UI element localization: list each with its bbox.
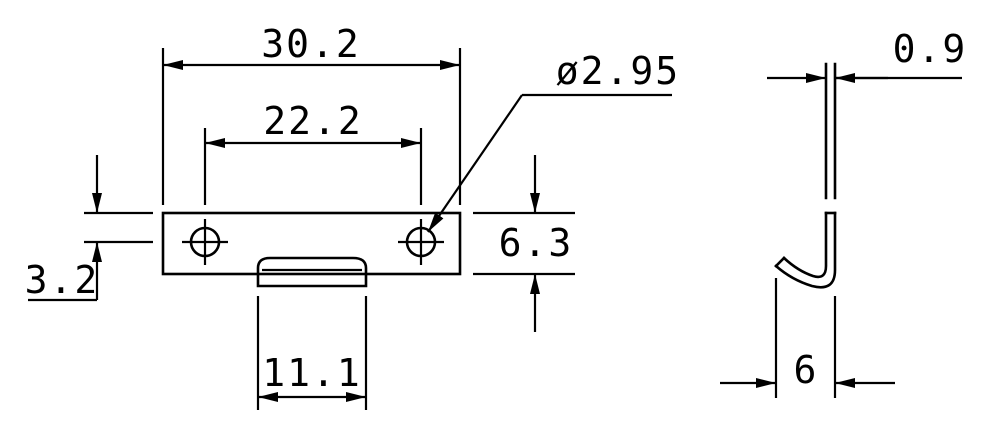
dimension-thickness: 0.9 [767, 27, 968, 83]
right-hole [398, 219, 444, 265]
dimension-hook-depth: 6 [720, 278, 895, 398]
hook-depth-label: 6 [794, 348, 819, 392]
hole-spacing-label: 22.2 [263, 99, 363, 143]
dimension-hole-diameter: ø2.95 [427, 49, 680, 233]
hole-offset-label: 3.2 [25, 258, 100, 302]
plate-outline [161, 211, 462, 276]
thickness-label: 0.9 [893, 27, 968, 71]
dimension-tab-width: 11.1 [256, 296, 368, 410]
bent-tab [256, 256, 368, 288]
height-label: 6.3 [499, 221, 574, 265]
dimension-hole-spacing: 22.2 [203, 99, 423, 205]
side-view: 0.9 6 [720, 27, 968, 398]
dimension-overall-width: 30.2 [161, 22, 462, 205]
front-view: 30.2 22.2 ø2.95 6.3 [25, 22, 680, 410]
hook-profile [774, 211, 837, 289]
dimension-hole-offset: 3.2 [25, 155, 153, 302]
left-hole [182, 219, 228, 265]
hole-diameter-label: ø2.95 [556, 49, 680, 93]
tab-width-label: 11.1 [262, 351, 362, 395]
overall-width-label: 30.2 [261, 22, 361, 66]
dimension-height: 6.3 [473, 155, 575, 332]
